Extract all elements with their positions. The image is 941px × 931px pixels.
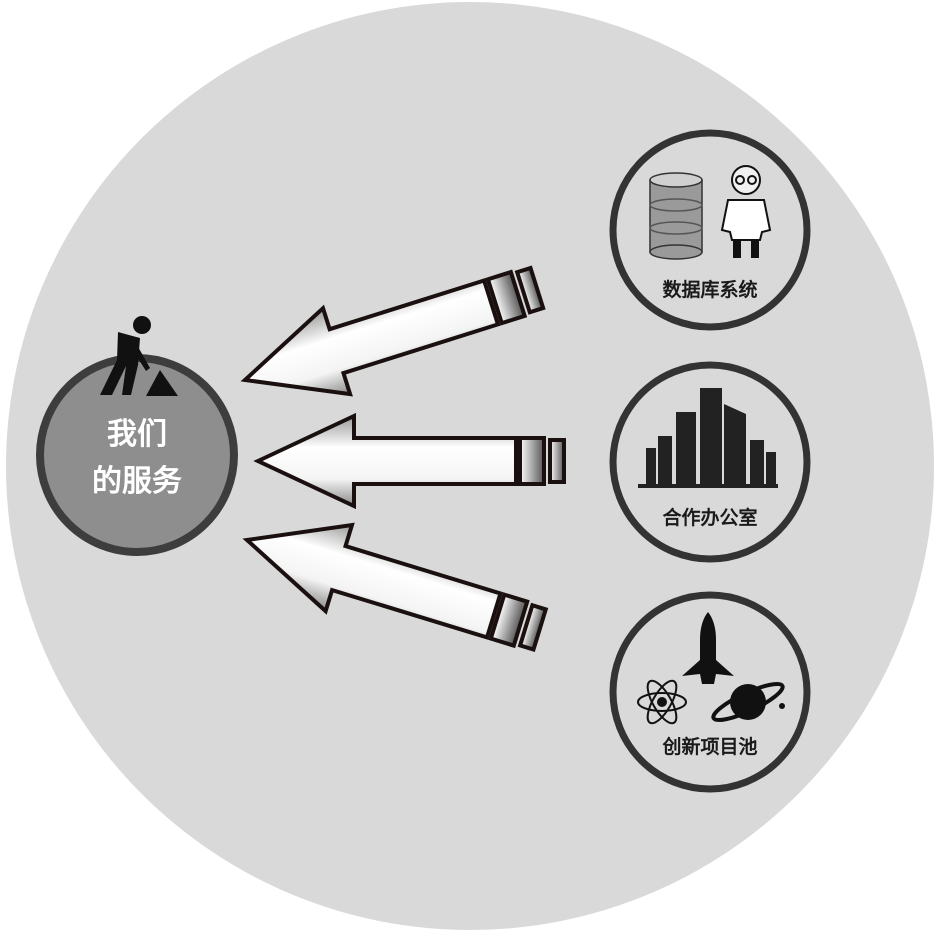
source-label: 创新项目池 <box>661 735 757 758</box>
worker-digging-icon <box>100 316 178 396</box>
database-icon <box>649 172 703 260</box>
atom-icon <box>637 679 687 725</box>
scientist-icon <box>720 165 772 258</box>
city-buildings-icon <box>638 388 778 488</box>
planet-icon <box>711 681 785 723</box>
source-label: 数据库系统 <box>662 278 757 301</box>
source-label: 合作办公室 <box>662 506 757 529</box>
center-label-line2: 的服务 <box>92 464 182 499</box>
source-node-office: 合作办公室 <box>609 361 811 563</box>
center-label-line1: 我们 <box>107 417 167 452</box>
source-node-innovation: 创新项目池 <box>609 591 811 793</box>
space-shuttle-icon <box>682 612 734 684</box>
center-node: 我们 的服务 <box>36 316 238 556</box>
source-node-database: 数据库系统 <box>609 129 811 331</box>
